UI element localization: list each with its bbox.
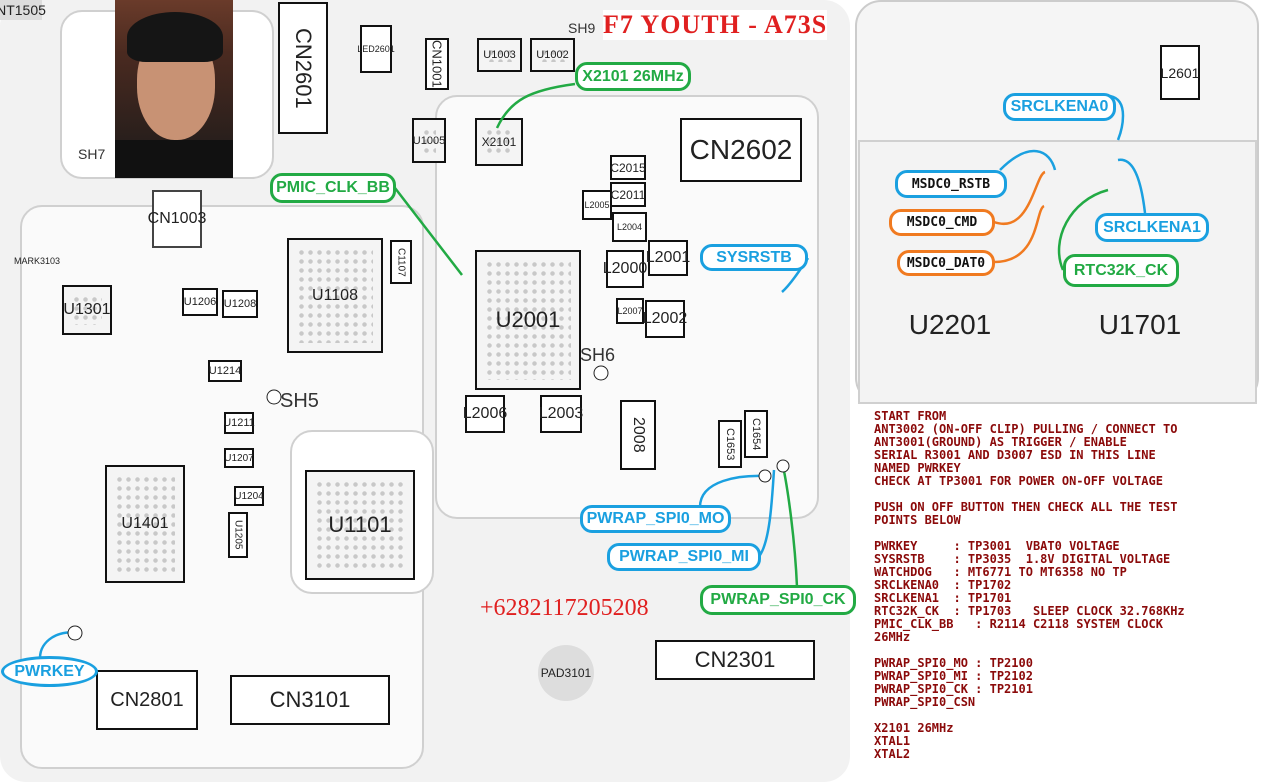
callout-srclkena1: SRCLKENA1 (1095, 213, 1209, 242)
note-line: PWRAP_SPI0_MI : TP2102 (874, 669, 1033, 683)
page-title: F7 YOUTH - A73S (603, 10, 828, 40)
component-c2011: C2011 (610, 182, 646, 207)
note-line: ANT3001(GROUND) AS TRIGGER / ENABLE (874, 435, 1127, 449)
component-u1205: U1205 (228, 512, 248, 558)
callout-srclkena0: SRCLKENA0 (1003, 93, 1116, 121)
component-c1653: C1653 (718, 420, 742, 468)
component-u1101: U1101 (305, 470, 415, 580)
component-u1211: U1211 (223, 412, 255, 434)
note-line: SYSRSTB : TP3035 1.8V DIGITAL VOLTAGE (874, 552, 1171, 566)
wire-msdc0-dat0 (993, 204, 1045, 264)
component-u1301: U1301 (62, 285, 112, 335)
component-cn3101: CN3101 (230, 675, 390, 725)
component-cn2301: CN2301 (655, 640, 815, 680)
component-u1208: U1208 (222, 290, 258, 318)
component-u1701: U1701 (1098, 309, 1182, 340)
wire-srclkena1 (1117, 158, 1147, 214)
component-l2003: L2003 (539, 395, 583, 433)
component-l2006: L2006 (463, 395, 507, 433)
callout-x2101: X2101 26MHz (575, 62, 691, 91)
wire-pwrap-spi0-ck (781, 465, 799, 588)
component-u1108: U1108 (287, 238, 383, 353)
shield-label-sh6: SH6 (580, 345, 616, 365)
component-u1401: U1401 (105, 465, 185, 583)
component-cn2601: CN2601 (278, 2, 328, 134)
component-l2002: L2002 (643, 300, 687, 338)
profile-photo (115, 0, 233, 178)
component-c2015: C2015 (610, 155, 646, 180)
contact-phone: +6282117205208 (480, 595, 649, 621)
component-cn2801: CN2801 (96, 670, 198, 730)
note-line: PWRKEY : TP3001 VBAT0 VOLTAGE (874, 539, 1120, 553)
note-line: SRCLKENA0 : TP1702 (874, 578, 1012, 592)
callout-pwrap-spi0-ck: PWRAP_SPI0_CK (700, 585, 856, 615)
note-line: ANT3002 (ON-OFF CLIP) PULLING / CONNECT … (874, 422, 1178, 436)
note-line: PWRAP_SPI0_CSN (874, 695, 976, 709)
component-led2601: LED2601 (357, 25, 395, 73)
wire-rtc32k-ck (1057, 188, 1109, 271)
callout-sysrstb: SYSRSTB (700, 244, 808, 271)
component-c1654: C1654 (744, 410, 768, 458)
wire-x2101 (495, 82, 576, 129)
note-line: RTC32K_CK : TP1703 SLEEP CLOCK 32.768KHz (874, 604, 1185, 618)
note-line: SRCLKENA1 : TP1701 (874, 591, 1012, 605)
wire-msdc0-cmd (993, 170, 1046, 226)
component-pad3101: PAD3101 (538, 645, 594, 701)
component-cn2602: CN2602 (680, 118, 802, 182)
wire-msdc0-rstb (999, 150, 1057, 171)
note-line: START FROM (874, 409, 947, 423)
note-line: 26MHz (874, 630, 911, 644)
note-line: PWRAP_SPI0_MO : TP2100 (874, 656, 1033, 670)
note-line: PUSH ON OFF BUTTON THEN CHECK ALL THE TE… (874, 500, 1178, 514)
note-line: PMIC_CLK_BB : R2114 C2118 SYSTEM CLOCK (874, 617, 1163, 631)
callout-msdc0-cmd: MSDC0_CMD (889, 209, 995, 236)
callout-rtc32k-ck: RTC32K_CK (1063, 254, 1179, 287)
component-mark3103: MARK3103 (13, 256, 61, 266)
component-nt1505: NT1505 (0, 0, 46, 20)
wire-pwrap-spi0-mi (758, 469, 776, 556)
component-c1107: C1107 (390, 240, 412, 284)
component-u1206: U1206 (182, 288, 218, 316)
callout-pwrap-spi0-mo: PWRAP_SPI0_MO (580, 505, 731, 533)
note-line: XTAL1 (874, 734, 911, 748)
note-line: WATCHDOG : MT6771 TO MT6358 NO TP (874, 565, 1127, 579)
component-l2000: L2000 (603, 250, 647, 288)
callout-pwrap-spi0-mi: PWRAP_SPI0_MI (607, 543, 761, 571)
component-u2001: U2001 (475, 250, 581, 390)
note-line: SERIAL R3001 AND D3007 ESD IN THIS LINE (874, 448, 1156, 462)
component-u1002: U1002 (530, 38, 575, 72)
callout-pmic-clk-bb: PMIC_CLK_BB (270, 173, 396, 203)
callout-msdc0-dat0: MSDC0_DAT0 (897, 250, 995, 276)
note-line: PWRAP_SPI0_CK : TP2101 (874, 682, 1033, 696)
component-c2008: 2008 (620, 400, 656, 470)
note-line: XTAL2 (874, 747, 911, 761)
shield-label-sh5: SH5 (280, 390, 319, 412)
component-l2007: L2007 (616, 298, 644, 324)
component-l2005: L2005 (582, 190, 612, 220)
component-cn1003: CN1003 (148, 190, 206, 248)
component-u1005: U1005 (412, 118, 446, 163)
component-u1214: U1214 (208, 360, 242, 382)
note-line: POINTS BELOW (874, 513, 961, 527)
component-cn1001: CN1001 (425, 38, 449, 90)
callout-pwrkey: PWRKEY (1, 656, 98, 687)
shield-label-sh9: SH9 (568, 20, 596, 36)
note-line: CHECK AT TP3001 FOR POWER ON-OFF VOLTAGE (874, 474, 1163, 488)
note-line: X2101 26MHz (874, 721, 954, 735)
component-u2201: U2201 (908, 309, 992, 340)
component-l2001: L2001 (646, 240, 690, 276)
shield-label-sh7: SH7 (78, 146, 106, 162)
component-u1003: U1003 (477, 38, 522, 72)
note-line: NAMED PWRKEY (874, 461, 961, 475)
callout-msdc0-rstb: MSDC0_RSTB (895, 170, 1007, 198)
component-u1207: U1207 (224, 448, 254, 468)
wire-pmic-clk-bb (394, 187, 463, 276)
wire-pwrap-spi0-mo (698, 474, 766, 508)
component-u1204: U1204 (234, 486, 264, 506)
component-l2004: L2004 (612, 212, 647, 242)
component-l2601: L2601 (1160, 45, 1200, 100)
